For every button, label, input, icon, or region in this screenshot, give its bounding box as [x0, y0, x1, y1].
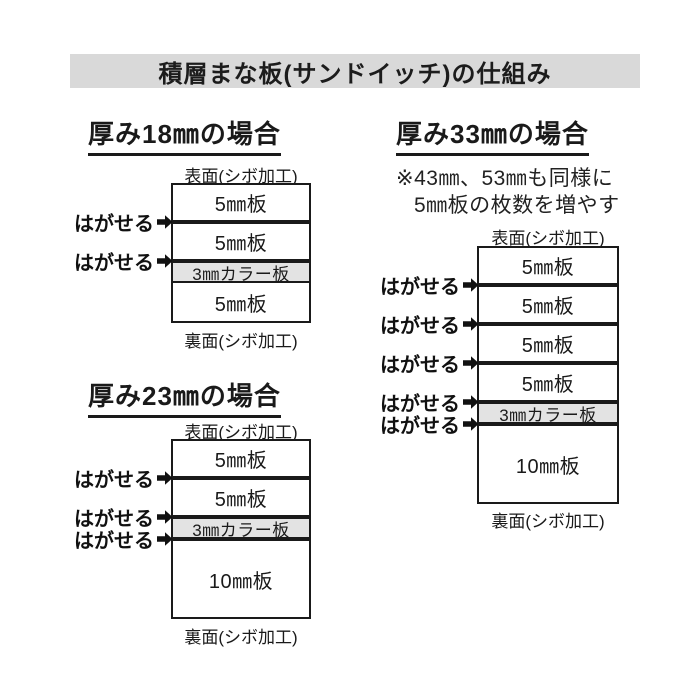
- peel-arrow-icon: [463, 417, 479, 431]
- layer-5mm-board: 5㎜板: [521, 335, 575, 357]
- peel-line: [479, 422, 617, 426]
- peel-arrow-icon: [463, 395, 479, 409]
- peel-arrow-icon: [157, 471, 173, 485]
- peel-arrow-icon: [157, 532, 173, 546]
- layer-3mm-color-board: 3㎜カラー板: [479, 404, 617, 425]
- peel-label-text: はがせる: [380, 315, 460, 338]
- peel-line: [173, 537, 309, 541]
- peel-line: [173, 476, 309, 480]
- heading-23mm: 厚み23㎜の場合: [88, 376, 281, 418]
- peel-line: [479, 400, 617, 404]
- peel-label: はがせる: [74, 247, 173, 276]
- peel-label-text: はがせる: [74, 469, 154, 492]
- peel-label-text: はがせる: [380, 354, 460, 377]
- peel-line: [173, 515, 309, 519]
- peel-arrow-icon: [463, 356, 479, 370]
- peel-line: [479, 361, 617, 365]
- peel-label-text: はがせる: [380, 276, 460, 299]
- peel-label: はがせる: [74, 503, 173, 532]
- peel-arrow-icon: [463, 278, 479, 292]
- peel-label-text: はがせる: [380, 415, 460, 438]
- peel-line: [173, 259, 309, 263]
- layer-5mm-board: 5㎜板: [214, 194, 268, 216]
- peel-arrow-icon: [463, 317, 479, 331]
- peel-label: はがせる: [380, 310, 479, 339]
- peel-label: はがせる: [380, 410, 479, 439]
- layer-5mm-board: 5㎜板: [521, 296, 575, 318]
- layer-5mm-board: 5㎜板: [214, 489, 268, 511]
- layer-10mm-board: 10㎜板: [515, 455, 581, 478]
- peel-label-text: はがせる: [74, 252, 154, 275]
- peel-label: はがせる: [380, 349, 479, 378]
- back-face-label-23mm: 裏面(シボ加工): [184, 628, 298, 647]
- heading-18mm: 厚み18㎜の場合: [88, 114, 281, 156]
- layer-5mm-board: 5㎜板: [214, 233, 268, 255]
- layer-3mm-color-board: 3㎜カラー板: [173, 263, 309, 284]
- heading-33mm: 厚み33㎜の場合: [396, 114, 589, 156]
- peel-label-text: はがせる: [74, 508, 154, 531]
- layer-5mm-board: 5㎜板: [214, 293, 268, 316]
- layer-5mm-board: 5㎜板: [214, 450, 268, 472]
- peel-arrow-icon: [157, 510, 173, 524]
- peel-label-text: はがせる: [74, 530, 154, 553]
- peel-arrow-icon: [157, 215, 173, 229]
- peel-line: [479, 283, 617, 287]
- page-title: 積層まな板(サンドイッチ)の仕組み: [70, 54, 640, 88]
- front-face-label-33mm: 表面(シボ加工): [491, 229, 605, 248]
- peel-label: はがせる: [74, 525, 173, 554]
- layer-3mm-color-board: 3㎜カラー板: [173, 519, 309, 540]
- front-face-label-18mm: 表面(シボ加工): [184, 167, 298, 186]
- peel-label: はがせる: [380, 388, 479, 417]
- peel-label: はがせる: [74, 208, 173, 237]
- peel-label: はがせる: [74, 464, 173, 493]
- bond-line: [173, 281, 309, 283]
- back-face-label-33mm: 裏面(シボ加工): [491, 512, 605, 531]
- note-line-1: ※43㎜、53㎜も同様に: [396, 167, 614, 190]
- peel-arrow-icon: [157, 254, 173, 268]
- layer-10mm-board: 10㎜板: [208, 570, 274, 593]
- note-line-2: 5㎜板の枚数を増やす: [414, 194, 620, 217]
- peel-label-text: はがせる: [380, 393, 460, 416]
- peel-label-text: はがせる: [74, 213, 154, 236]
- peel-line: [173, 220, 309, 224]
- layer-5mm-board: 5㎜板: [521, 374, 575, 396]
- layer-5mm-board: 5㎜板: [521, 257, 575, 279]
- front-face-label-23mm: 表面(シボ加工): [184, 423, 298, 442]
- back-face-label-18mm: 裏面(シボ加工): [184, 332, 298, 351]
- peel-line: [479, 322, 617, 326]
- peel-label: はがせる: [380, 271, 479, 300]
